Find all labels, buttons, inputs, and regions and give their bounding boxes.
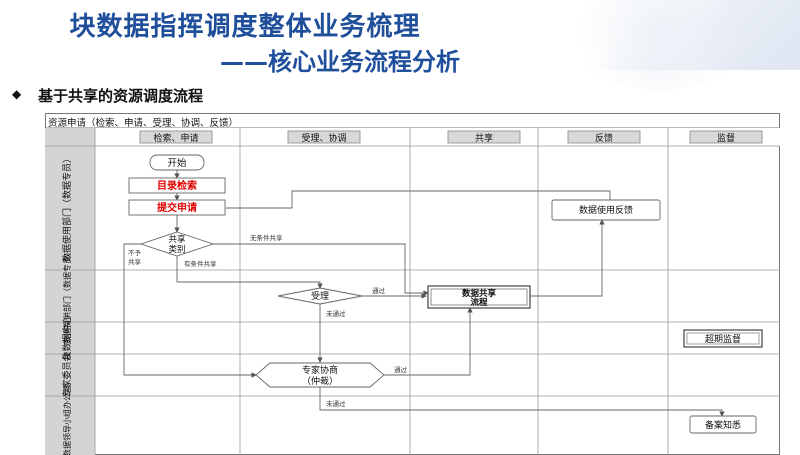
overdue-supervision-node: 超期监督	[683, 329, 763, 348]
svg-text:数据共享: 数据共享	[462, 288, 497, 299]
svg-text:数据使用反馈: 数据使用反馈	[579, 204, 633, 216]
diagram-frame-title: 资源申请（检索、申请、受理、协调、反馈）	[48, 118, 239, 129]
edge-label-passed-1: 通过	[372, 286, 386, 295]
svg-text:提交申请: 提交申请	[157, 201, 197, 214]
svg-text:开始: 开始	[167, 157, 187, 169]
archive-node: 备案知悉	[689, 415, 757, 434]
svg-text:超期监督: 超期监督	[705, 333, 741, 345]
start-node: 开始	[149, 154, 205, 171]
page-subtitle: ——核心业务流程分析	[220, 48, 460, 76]
lane-label-data-provider: 数据提供部门（数据专员）	[62, 248, 72, 344]
column-header-share: 共享	[475, 132, 493, 144]
edge-label-unconditional: 无条件共享	[250, 233, 283, 242]
feedback-node: 数据使用反馈	[551, 199, 661, 221]
svg-text:目录检索: 目录检索	[157, 179, 197, 192]
svg-text:类别: 类别	[168, 244, 185, 255]
edge-label-not-passed-2: 未通过	[326, 399, 346, 408]
section-heading: 基于共享的资源调度流程	[38, 87, 204, 105]
data-share-process-node: 数据共享 流程	[427, 285, 531, 309]
lane-label-column	[45, 128, 95, 455]
edge-label-not-passed-1: 未通过	[326, 309, 346, 318]
edge-label-not-shared-1: 不予	[128, 249, 142, 257]
lane-label-block-center: 块数据中心	[61, 315, 73, 360]
lane-label-expert: 专家委员会	[61, 352, 73, 397]
catalog-search-node: 目录检索	[128, 177, 226, 194]
edge-label-passed-2: 通过	[394, 365, 408, 374]
svg-text:备案知悉: 备案知悉	[705, 419, 741, 431]
column-header-accept: 受理、协调	[301, 132, 346, 144]
column-header-search: 检索、申请	[153, 132, 198, 144]
lane-label-data-user: 数据使用部门（数据专员）	[61, 154, 73, 262]
edge-label-conditional: 有条件共享	[184, 259, 217, 268]
svg-text:共享: 共享	[168, 234, 186, 245]
bullet-icon: ◆	[12, 87, 22, 101]
page-title: 块数据指挥调度整体业务梳理	[69, 12, 421, 42]
svg-text:（仲裁）: （仲裁）	[302, 375, 338, 387]
svg-text:流程: 流程	[470, 297, 488, 308]
lane-label-leader-office: 大数据领导小组办公室	[62, 385, 72, 455]
submit-request-node: 提交申请	[128, 199, 226, 216]
column-header-supervise: 监督	[717, 132, 735, 144]
expert-negotiation-node: 专家协商 （仲裁）	[255, 362, 385, 388]
column-header-feedback: 反馈	[595, 132, 613, 144]
svg-text:受理: 受理	[311, 290, 329, 302]
edge-label-not-shared-2: 共享	[128, 257, 142, 266]
svg-text:专家协商: 专家协商	[302, 364, 338, 376]
share-type-decision: 共享 类别	[139, 231, 215, 257]
accept-decision: 受理	[277, 287, 363, 305]
